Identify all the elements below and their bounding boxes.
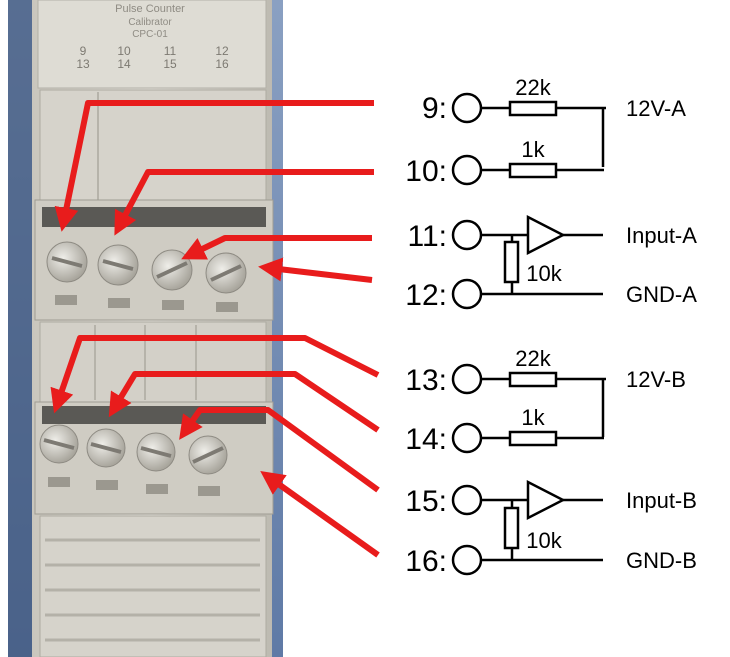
output-label-gnd-a: GND-A — [626, 282, 697, 307]
arrow-9 — [54, 100, 374, 232]
circuit-a — [451, 92, 606, 310]
resistor-1k-a — [508, 162, 558, 179]
arrow-13 — [50, 335, 380, 414]
terminal-circle-16 — [451, 544, 483, 576]
resistor-label-22k-b: 22k — [515, 346, 551, 371]
upper-terminal-block — [34, 199, 274, 321]
resistor-label-1k-b: 1k — [521, 405, 545, 430]
terminal-label-15: 15: — [405, 485, 447, 518]
output-label-12v-b: 12V-B — [626, 367, 686, 392]
lower-vent-area — [39, 515, 267, 657]
resistor-label-22k-a: 22k — [515, 75, 551, 100]
resistor-22k-b — [508, 371, 558, 388]
resistor-10k-b — [503, 506, 520, 550]
output-label-12v-a: 12V-A — [626, 96, 686, 121]
device-number-12: 12 — [215, 44, 229, 58]
buffer-amplifier-b — [526, 479, 566, 521]
arrow-11 — [181, 235, 372, 260]
terminal-circle-10 — [451, 154, 483, 186]
device-number-13: 13 — [76, 57, 90, 71]
lower-screws — [39, 424, 228, 475]
buffer-amplifier-a — [526, 214, 566, 256]
terminal-circle-13 — [451, 363, 483, 395]
circuit-b — [451, 363, 606, 576]
terminal-label-11: 11: — [408, 220, 447, 253]
device-photo: Pulse Counter Calibrator CPC-01 9 10 11 … — [8, 0, 283, 657]
device-number-14: 14 — [117, 57, 131, 71]
output-label-input-b: Input-B — [626, 488, 697, 513]
terminal-circle-15 — [451, 484, 483, 516]
terminal-label-13: 13: — [405, 364, 447, 397]
terminal-circle-9 — [451, 92, 483, 124]
upper-screws — [46, 241, 247, 294]
device-number-10: 10 — [117, 44, 131, 58]
output-labels: 12V-A Input-A GND-A 12V-B Input-B GND-B — [626, 96, 697, 573]
schematic-labels: 9: 10: 11: 12: 13: 14: 15: 16: 22k 1k 10… — [405, 75, 697, 578]
output-label-gnd-b: GND-B — [626, 548, 697, 573]
device-number-11: 11 — [164, 44, 177, 58]
device-number-9: 9 — [80, 44, 87, 58]
vent-lines — [45, 538, 260, 642]
resistor-label-10k-b: 10k — [526, 528, 562, 553]
arrow-15 — [179, 407, 380, 493]
schematic — [451, 92, 606, 576]
resistor-label-10k-a: 10k — [526, 261, 562, 286]
resistor-10k-a — [503, 240, 520, 284]
resistor-value-labels: 22k 1k 10k 22k 1k 10k — [515, 75, 562, 553]
terminal-label-12: 12: — [405, 279, 447, 312]
terminal-circle-11 — [451, 219, 483, 251]
device-bottom-number-row: 13 14 15 16 — [76, 57, 229, 71]
terminal-label-14: 14: — [405, 423, 447, 456]
arrow-14 — [108, 371, 380, 433]
red-arrows — [50, 100, 380, 558]
terminal-number-labels: 9: 10: 11: 12: 13: 14: 15: 16: — [405, 92, 447, 578]
terminal-label-16: 16: — [405, 545, 447, 578]
terminal-circle-14 — [451, 422, 483, 454]
device-number-15: 15 — [163, 57, 177, 71]
arrow-10 — [114, 169, 374, 236]
device-label-line1: Pulse Counter — [115, 3, 185, 15]
output-label-input-a: Input-A — [626, 223, 697, 248]
resistor-22k-a — [508, 100, 558, 117]
device-number-16: 16 — [215, 57, 229, 71]
resistor-1k-b — [508, 430, 558, 447]
device-label-line3: CPC-01 — [132, 29, 168, 40]
arrow-12 — [258, 257, 373, 283]
device-top-panel — [37, 0, 267, 89]
device-label-line2: Calibrator — [128, 17, 172, 28]
resistor-label-1k-a: 1k — [521, 137, 545, 162]
lower-terminal-block — [34, 401, 274, 515]
device-top-number-row: 9 10 11 12 — [80, 44, 229, 58]
terminal-label-9: 9: — [422, 92, 447, 125]
terminal-circle-12 — [451, 278, 483, 310]
terminal-label-10: 10: — [405, 155, 447, 188]
arrow-16 — [260, 471, 380, 558]
